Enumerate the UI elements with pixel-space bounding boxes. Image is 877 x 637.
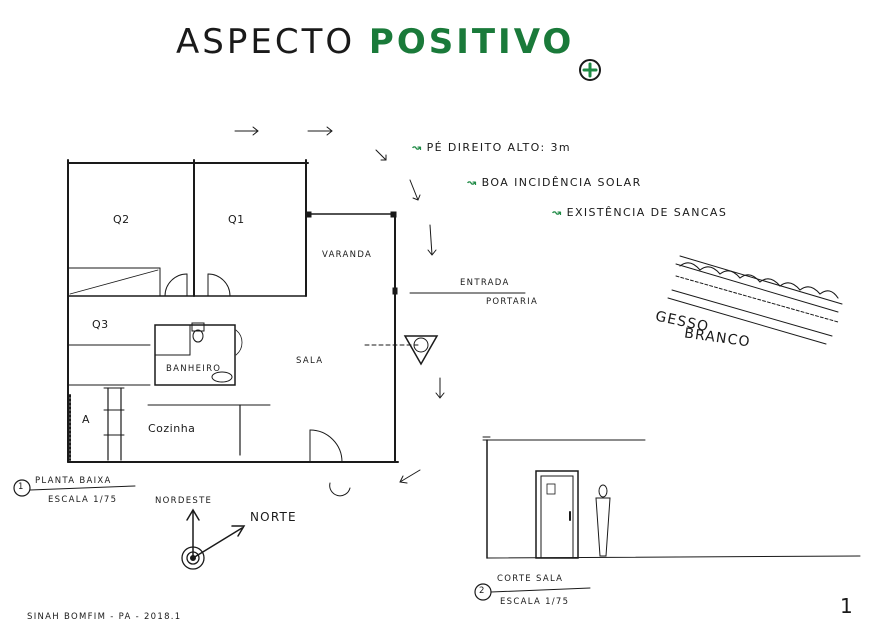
entrance-sub: PORTARIA [486, 297, 539, 307]
entrance-label: ENTRADA [460, 278, 510, 288]
planta-number: 1 [18, 482, 25, 492]
room-q3: Q3 [92, 318, 109, 331]
compass-northeast: NORDESTE [155, 496, 213, 506]
room-cozinha: Cozinha [148, 422, 196, 435]
title-part2: POSITIVO [368, 22, 575, 62]
room-q1: Q1 [228, 213, 245, 226]
compass-north: NORTE [250, 510, 297, 524]
room-banheiro: BANHEIRO [166, 364, 222, 374]
note-2: ↝BOA INCIDÊNCIA SOLAR [467, 176, 642, 189]
note-3: ↝EXISTÊNCIA DE SANCAS [552, 206, 728, 219]
note-1: ↝PÉ DIREITO ALTO: 3m [412, 141, 571, 154]
room-a: A [82, 413, 91, 426]
corte-label: CORTE SALA [497, 574, 564, 584]
green-arrow-icon: ↝ [412, 141, 423, 154]
room-sala: SALA [296, 356, 324, 366]
planta-scale: ESCALA 1/75 [48, 495, 118, 505]
room-varanda: VARANDA [322, 250, 373, 260]
page-title: ASPECTO POSITIVO [176, 22, 574, 62]
planta-label: PLANTA BAIXA [35, 476, 112, 486]
corte-scale: ESCALA 1/75 [500, 597, 570, 607]
corte-number: 2 [479, 586, 486, 596]
green-arrow-icon: ↝ [552, 206, 563, 219]
green-arrow-icon: ↝ [467, 176, 478, 189]
author-credit: SINAH BOMFIM - PA - 2018.1 [27, 612, 182, 622]
page-number: 1 [840, 594, 854, 618]
title-part1: ASPECTO [176, 22, 369, 62]
room-q2: Q2 [113, 213, 130, 226]
